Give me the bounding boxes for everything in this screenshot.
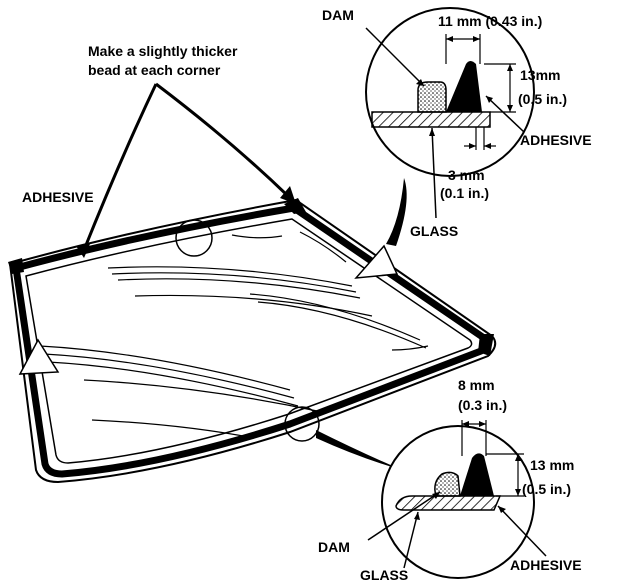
section-circle-top bbox=[175, 219, 213, 257]
bottom-dam-shape bbox=[434, 471, 461, 497]
label-bottom-height-mm: 13 mm bbox=[530, 457, 574, 473]
label-top-glass: GLASS bbox=[410, 223, 458, 239]
label-bottom-height-in: (0.5 in.) bbox=[522, 481, 571, 497]
top-glass-strip bbox=[371, 111, 491, 128]
label-bottom-glass: GLASS bbox=[360, 567, 408, 583]
note-arrowhead-left bbox=[76, 244, 90, 258]
label-adhesive-main: ADHESIVE bbox=[22, 189, 94, 205]
corner-bead bbox=[8, 198, 494, 356]
view-triangle-right bbox=[354, 244, 399, 279]
section-circle-bottom bbox=[284, 406, 320, 442]
note-line-2: bead at each corner bbox=[88, 62, 221, 78]
label-top-gap-mm: 3 mm bbox=[448, 167, 485, 183]
glass-inner-edge bbox=[25, 218, 473, 464]
top-detail bbox=[365, 7, 535, 219]
label-top-adhesive: ADHESIVE bbox=[520, 132, 592, 148]
note-line-1: Make a slightly thicker bbox=[88, 43, 238, 59]
top-adhesive-shape bbox=[446, 61, 482, 112]
glass-reflections bbox=[39, 231, 429, 439]
bottom-glass-strip bbox=[395, 495, 502, 511]
label-top-dam: DAM bbox=[322, 7, 354, 23]
label-bottom-dam: DAM bbox=[318, 539, 350, 555]
label-top-height-mm: 13mm bbox=[520, 67, 560, 83]
note-arrows bbox=[82, 82, 290, 251]
adhesive-bead bbox=[12, 204, 490, 478]
label-top-height-in: (0.5 in.) bbox=[518, 91, 567, 107]
bottom-adhesive-shape bbox=[460, 453, 494, 496]
top-detail-connector bbox=[386, 178, 407, 246]
note-arrowhead-right bbox=[280, 186, 296, 204]
label-bottom-width-mm: 8 mm bbox=[458, 377, 495, 393]
label-bottom-width-in: (0.3 in.) bbox=[458, 397, 507, 413]
bottom-detail bbox=[367, 420, 547, 579]
bottom-detail-connector bbox=[316, 430, 402, 470]
label-top-gap-in: (0.1 in.) bbox=[440, 185, 489, 201]
top-detail-circle bbox=[365, 7, 535, 177]
label-bottom-adhesive: ADHESIVE bbox=[510, 557, 582, 573]
label-top-width: 11 mm (0.43 in.) bbox=[438, 13, 542, 29]
view-triangle-left bbox=[18, 338, 60, 375]
top-dam-shape bbox=[417, 81, 447, 113]
